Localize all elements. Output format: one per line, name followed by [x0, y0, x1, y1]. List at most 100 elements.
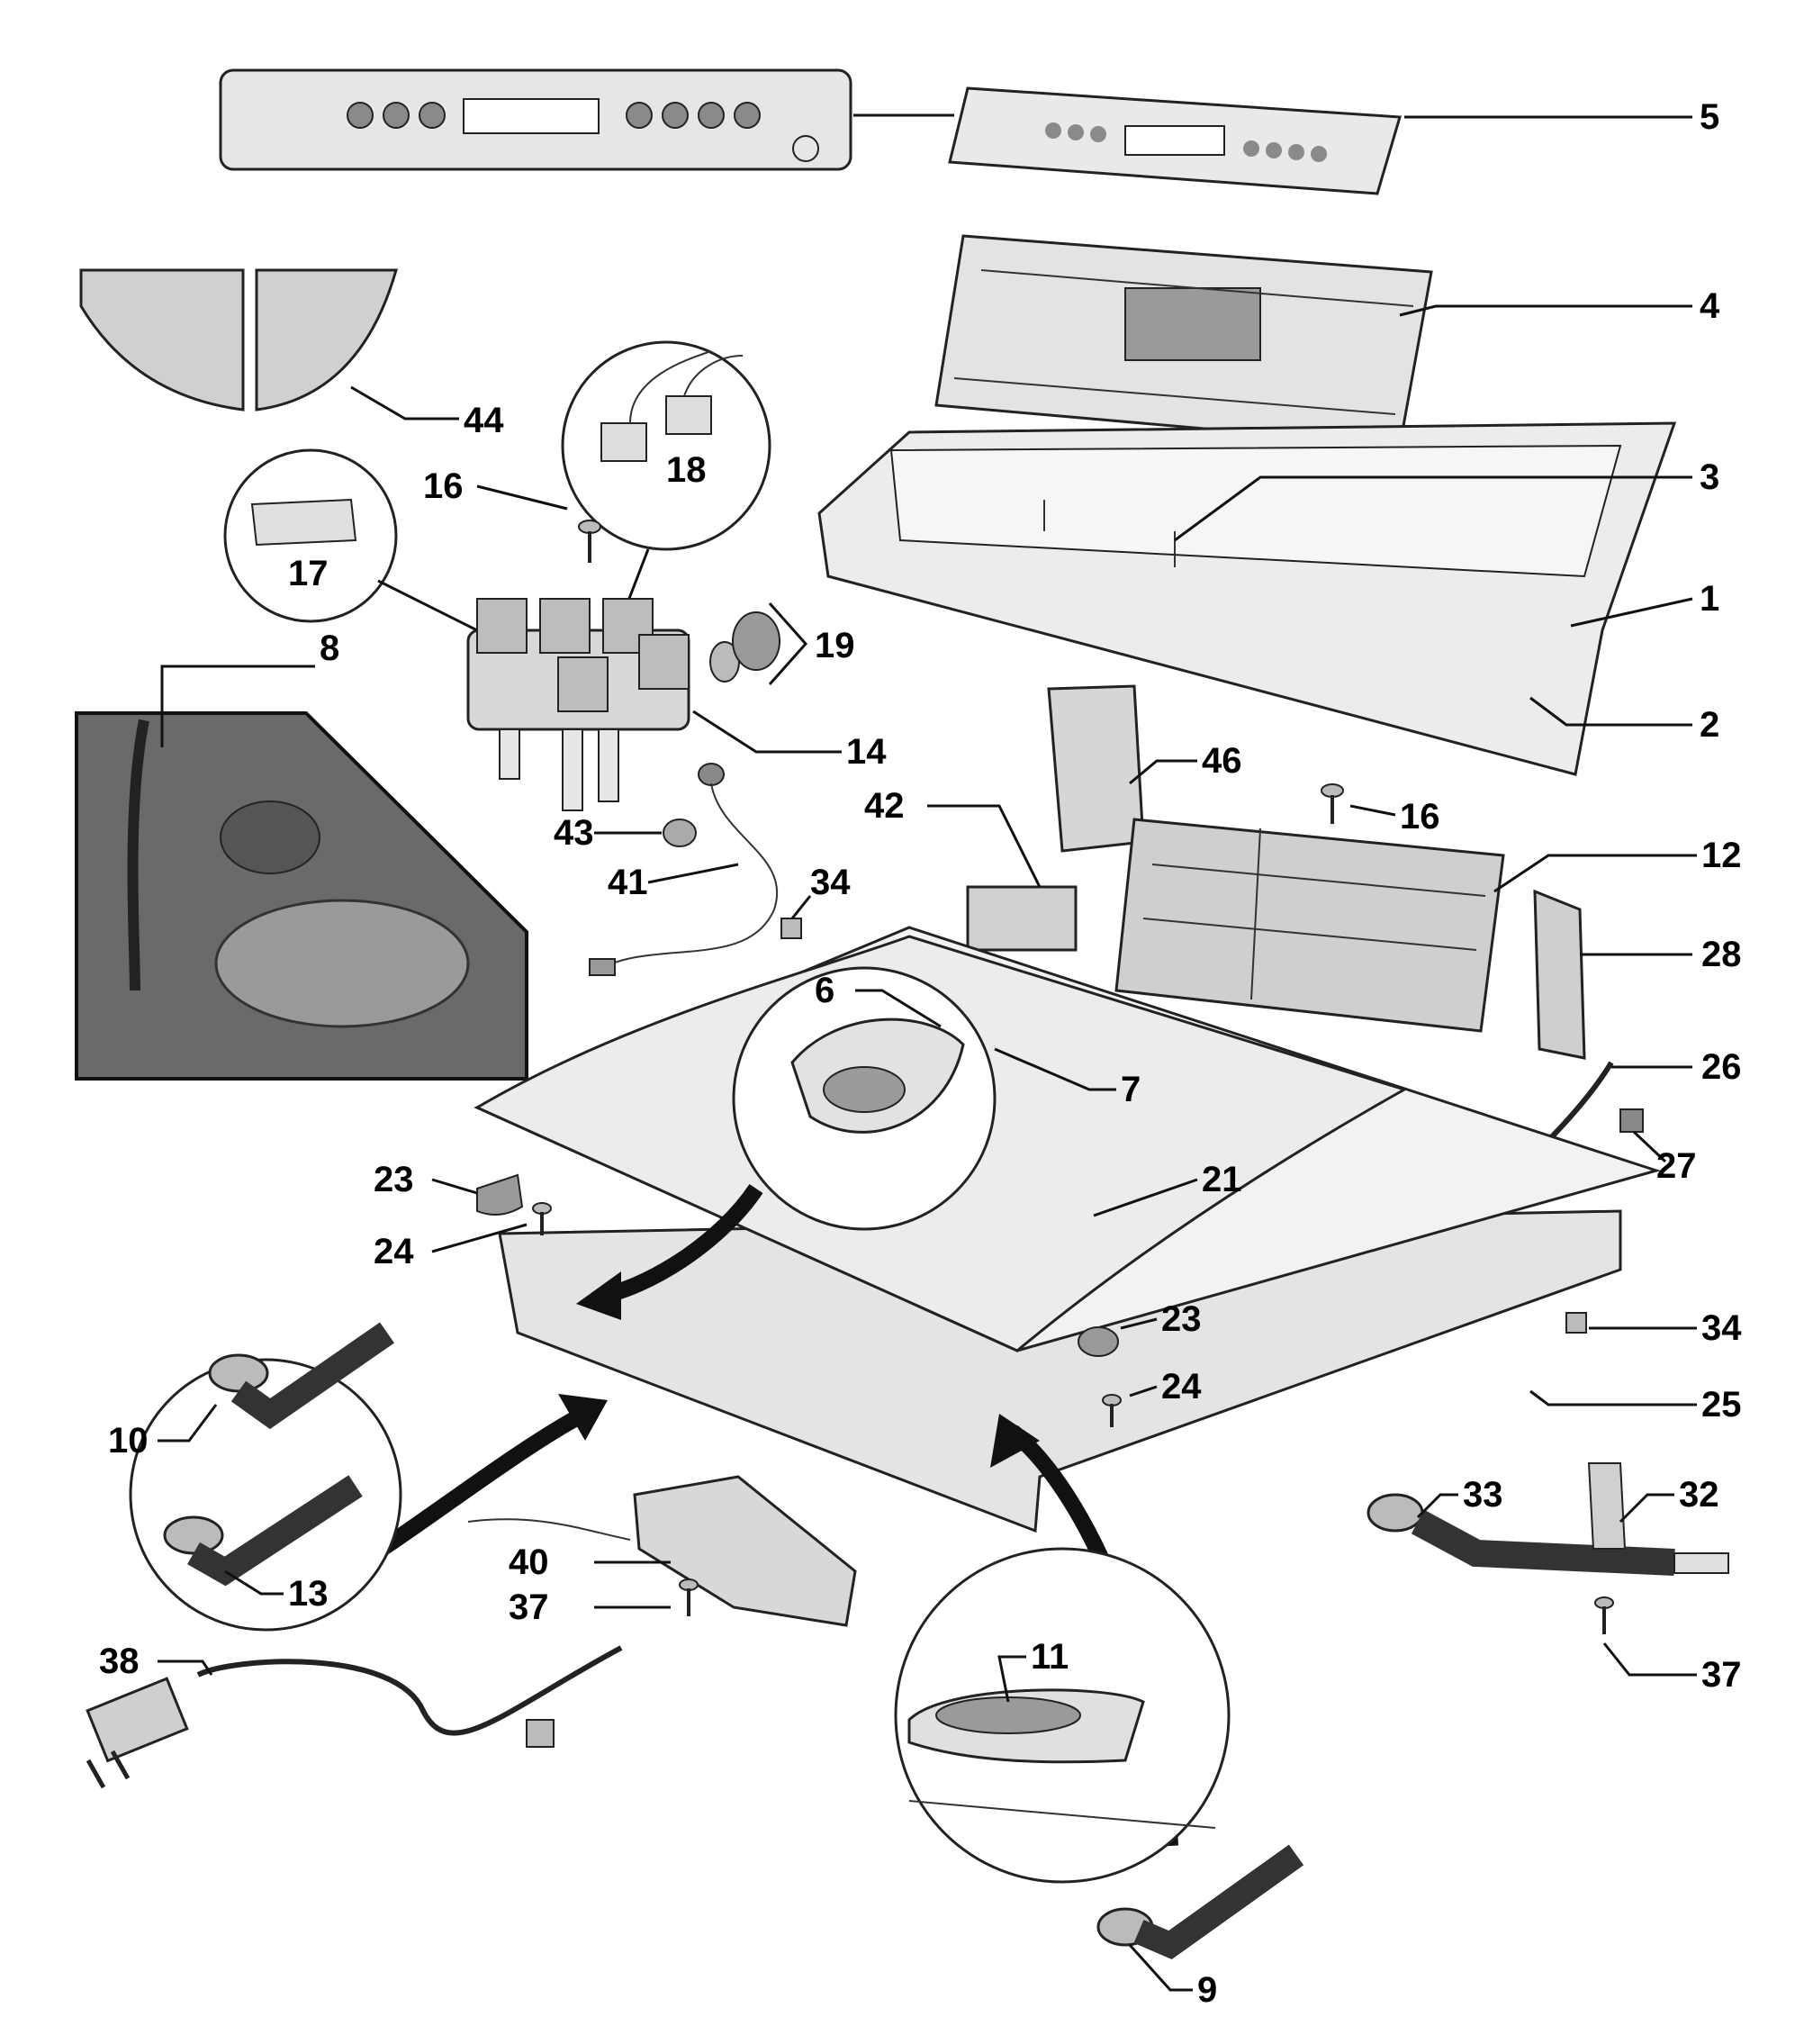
- callout-33: 33: [1463, 1475, 1503, 1515]
- part-8-photo-inset: [75, 711, 528, 1081]
- lead-10: [158, 1404, 218, 1443]
- lead-19: [768, 602, 808, 685]
- callout-44: 44: [464, 401, 504, 440]
- callout-24b: 24: [1161, 1367, 1202, 1406]
- lead-37b: [1602, 1642, 1697, 1677]
- part-9-hose-elbow: [1096, 1844, 1304, 1959]
- callout-23b: 23: [1161, 1299, 1202, 1339]
- callout-17: 17: [288, 554, 329, 593]
- lead-13: [224, 1569, 284, 1596]
- callout-4: 4: [1700, 286, 1720, 326]
- part-24-screw-left: [532, 1202, 552, 1235]
- lead-16a: [476, 484, 568, 511]
- console-overlay-graphic: [219, 68, 852, 171]
- callout-21: 21: [1202, 1160, 1242, 1199]
- callout-19: 19: [815, 626, 855, 665]
- part-28-channel: [1533, 889, 1586, 1060]
- lead-33: [1416, 1493, 1458, 1519]
- part-44-warning-labels: [79, 268, 398, 412]
- callout-43: 43: [554, 813, 594, 853]
- callout-6: 6: [815, 971, 834, 1010]
- arrow-head-2: [558, 1394, 608, 1441]
- callout-40: 42: [864, 786, 905, 826]
- lead-27: [1632, 1130, 1667, 1163]
- callout-26: 26: [1701, 1047, 1742, 1087]
- callout-9: 9: [1197, 1970, 1217, 2010]
- lead-7: [994, 1047, 1116, 1091]
- lead-42: [647, 863, 739, 884]
- part-17-detail-circle: [223, 448, 398, 623]
- lead-1: [1570, 597, 1693, 628]
- lead-2: [1529, 696, 1692, 727]
- callout-2: 2: [1700, 705, 1719, 745]
- part-42-wire-sensor: [589, 763, 779, 976]
- lead-4: [1399, 304, 1692, 317]
- callout-16b: 16: [1400, 797, 1440, 837]
- part-12-control-board: [1114, 818, 1505, 1033]
- part-11-9-detail-circle: [894, 1547, 1231, 1884]
- callout-18: 18: [666, 450, 707, 490]
- callout-1: 1: [1700, 579, 1719, 619]
- callout-24a: 24: [374, 1232, 414, 1271]
- arrow-head-3: [990, 1414, 1040, 1468]
- part-5-console-panel: [948, 86, 1402, 195]
- callout-7: 7: [1121, 1070, 1141, 1109]
- part-23-cap-right: [1078, 1326, 1119, 1357]
- callout-5: 5: [1700, 97, 1719, 137]
- callout-10: 10: [108, 1421, 149, 1461]
- lead-17: [377, 579, 478, 632]
- part-37-screw-left: [679, 1578, 699, 1616]
- callout-11: 11: [1031, 1637, 1069, 1677]
- callout-42: 41: [608, 863, 648, 902]
- callout-38: 40: [509, 1542, 549, 1582]
- callout-34a: 34: [810, 863, 851, 902]
- callout-25: 25: [1701, 1385, 1742, 1424]
- lead-40: [927, 804, 1042, 888]
- lead-6: [855, 989, 942, 1028]
- part-32-33-drain-hose: [1367, 1462, 1729, 1576]
- callout-16a: 16: [423, 466, 464, 506]
- lead-21: [1093, 1178, 1198, 1217]
- lead-34a: [790, 895, 812, 919]
- lead-32: [1619, 1493, 1674, 1524]
- callout-37b: 37: [1701, 1655, 1742, 1695]
- part-24-screw-right: [1102, 1394, 1122, 1427]
- lead-14: [692, 710, 842, 754]
- callout-28: 28: [1701, 935, 1742, 974]
- callout-14: 14: [846, 732, 887, 772]
- callout-12: 12: [1701, 836, 1742, 875]
- lead-24b: [1129, 1385, 1158, 1397]
- callout-27: 27: [1656, 1146, 1697, 1186]
- callout-23a: 23: [374, 1160, 414, 1199]
- part-6-7-dispenser-detail: [732, 966, 997, 1231]
- part-34-clip-upper: [780, 918, 802, 939]
- part-23-cap-left: [476, 1173, 524, 1216]
- part-34-clip-lower: [1565, 1312, 1587, 1334]
- part-4-console-frame: [934, 234, 1433, 448]
- callout-32: 32: [1679, 1475, 1719, 1515]
- lead-9: [1128, 1943, 1193, 1992]
- lead-12: [1493, 854, 1697, 893]
- part-16-screw-upper: [578, 520, 601, 563]
- part-37-screw-right: [1594, 1596, 1614, 1634]
- part-27-fitting: [1619, 1108, 1644, 1133]
- callout-3: 3: [1700, 457, 1719, 497]
- part-46-literature-pack: [1047, 684, 1145, 853]
- callout-34b: 34: [1701, 1308, 1742, 1348]
- lead-11: [997, 1655, 1026, 1703]
- lead-8: [160, 665, 315, 747]
- part-10-13-hose-detail: [129, 1322, 402, 1632]
- lead-25: [1529, 1389, 1697, 1406]
- callout-13: 13: [288, 1574, 329, 1614]
- callout-8: 8: [320, 629, 339, 668]
- lead-3: [1174, 475, 1692, 542]
- lead-16b: [1349, 804, 1396, 817]
- callout-46: 46: [1202, 741, 1242, 781]
- arrow-head-1: [576, 1271, 621, 1320]
- lead-41: [158, 1660, 213, 1676]
- part-16-screw-lower: [1321, 783, 1344, 824]
- part-19-hose-washers: [709, 611, 780, 683]
- part-18-detail-circle: [561, 340, 771, 551]
- part-14-water-valve: [466, 598, 690, 811]
